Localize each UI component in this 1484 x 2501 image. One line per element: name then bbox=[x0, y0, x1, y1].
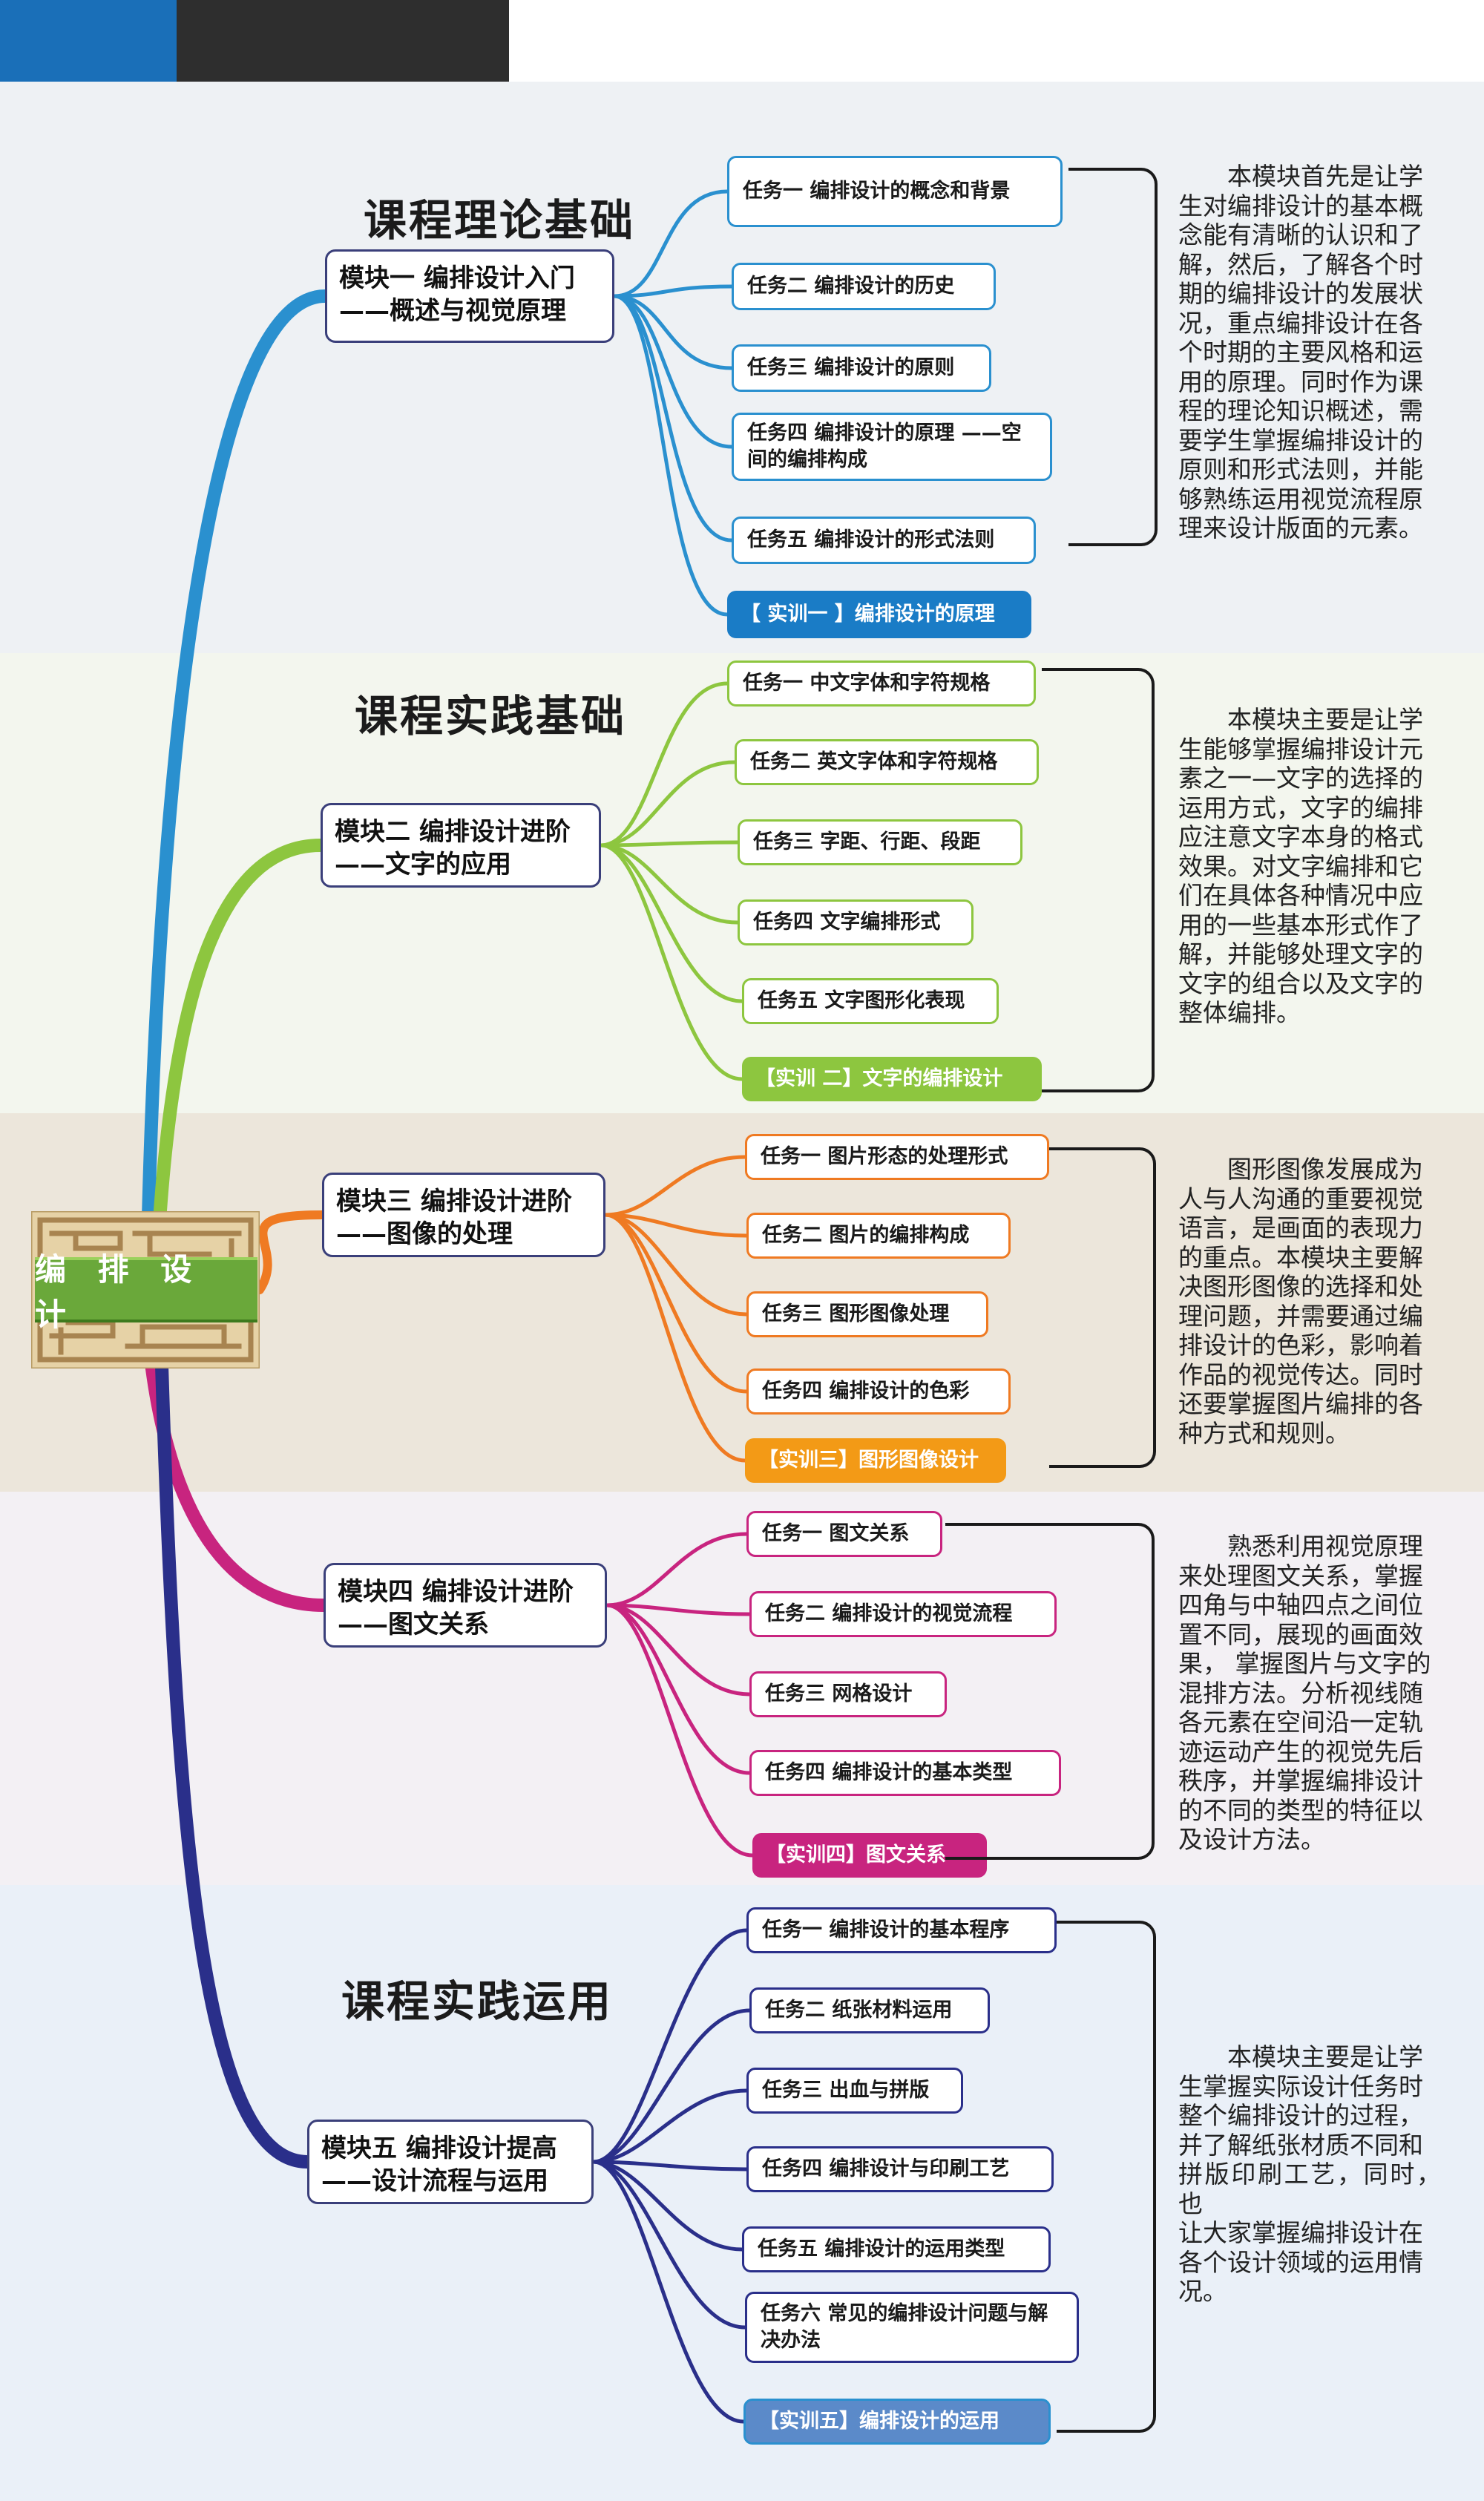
module-1-branch-6 bbox=[612, 294, 729, 617]
module-1-node: 模块一 编排设计入门 ——概述与视觉原理 bbox=[325, 249, 614, 343]
module-5-branch-3 bbox=[591, 2088, 749, 2164]
module-4-branch-4 bbox=[605, 1603, 752, 1775]
center-node: 编 排 设 计 bbox=[30, 1210, 261, 1370]
top-bar-blue-segment bbox=[0, 0, 177, 82]
module-5-task-5: 任务五 编排设计的运用类型 bbox=[742, 2226, 1051, 2272]
module-4-branch-1 bbox=[605, 1532, 749, 1607]
module-3-task-1: 任务一 图片形态的处理形式 bbox=[745, 1134, 1049, 1180]
module-4-branch-2 bbox=[605, 1603, 752, 1616]
module-1-task-3: 任务三 编排设计的原则 bbox=[732, 344, 991, 392]
module-5-branch-6 bbox=[591, 2160, 747, 2330]
module-4-branch-5 bbox=[605, 1603, 755, 1858]
module-5-task-4: 任务四 编排设计与印刷工艺 bbox=[746, 2146, 1054, 2192]
module-4-title-line1: 模块四 编排设计进阶 bbox=[338, 1577, 574, 1607]
center-label: 编 排 设 计 bbox=[35, 1251, 257, 1333]
module-5-branch-5 bbox=[591, 2160, 744, 2252]
module-3-node: 模块三 编排设计进阶 ——图像的处理 bbox=[322, 1173, 605, 1257]
module-3-branch-5 bbox=[603, 1213, 747, 1463]
module-4-description: 熟悉利用视觉原理来处理图文关系，掌握四角与中轴四点之间位置不同，展现的画面效果，… bbox=[1178, 1532, 1431, 1854]
band-module-4 bbox=[0, 1492, 1484, 1885]
module-4-branch-3 bbox=[605, 1603, 752, 1697]
module-2-branch-6 bbox=[599, 843, 744, 1081]
module-1-branch-4 bbox=[612, 294, 734, 449]
module-1-branch-1 bbox=[612, 189, 729, 298]
module-2-branch-1 bbox=[599, 681, 729, 848]
module-3-title-line2: ——图像的处理 bbox=[336, 1219, 513, 1249]
module-2-trunk bbox=[152, 839, 327, 1239]
module-1-branch-3 bbox=[612, 294, 734, 370]
module-3-branch-3 bbox=[603, 1213, 749, 1317]
module-2-branch-3 bbox=[599, 840, 740, 848]
module-1-practice: 【 实训一 】编排设计的原理 bbox=[727, 591, 1031, 638]
module-1-bracket bbox=[1068, 168, 1158, 546]
module-3-branch-1 bbox=[603, 1155, 747, 1217]
module-5-title-line2: ——设计流程与运用 bbox=[321, 2166, 548, 2196]
module-2-practice: 【实训 二】文字的编排设计 bbox=[742, 1057, 1042, 1101]
module-5-practice: 【实训五】编排设计的运用 bbox=[743, 2399, 1051, 2445]
module-3-practice: 【实训三】图形图像设计 bbox=[745, 1438, 1006, 1483]
module-5-branch-7 bbox=[591, 2160, 746, 2424]
band-module-5 bbox=[0, 1885, 1484, 2501]
module-4-node: 模块四 编排设计进阶 ——图文关系 bbox=[324, 1563, 607, 1648]
module-5-branch-2 bbox=[591, 2008, 752, 2164]
section-title-theory: 课程理论基础 bbox=[364, 195, 636, 246]
module-4-task-2: 任务二 编排设计的视觉流程 bbox=[749, 1591, 1057, 1637]
module-5-branch-4 bbox=[591, 2160, 749, 2171]
module-2-branch-2 bbox=[599, 760, 737, 848]
module-3-task-3: 任务三 图形图像处理 bbox=[746, 1291, 988, 1337]
module-2-branch-5 bbox=[599, 843, 744, 1003]
module-5-task-1: 任务一 编排设计的基本程序 bbox=[746, 1907, 1057, 1953]
module-1-title-line1: 模块一 编排设计入门 bbox=[339, 263, 575, 293]
module-4-task-1: 任务一 图文关系 bbox=[746, 1511, 942, 1557]
section-title-practice-application: 课程实践运用 bbox=[341, 1976, 614, 2027]
module-3-title-line1: 模块三 编排设计进阶 bbox=[336, 1187, 572, 1216]
module-4-task-3: 任务三 网格设计 bbox=[749, 1671, 947, 1717]
module-2-task-4: 任务四 文字编排形式 bbox=[738, 899, 974, 945]
module-3-bracket bbox=[1049, 1147, 1156, 1468]
module-2-node: 模块二 编排设计进阶 ——文字的应用 bbox=[321, 803, 601, 888]
module-2-title-line1: 模块二 编排设计进阶 bbox=[335, 817, 571, 847]
top-bar-dark-segment bbox=[177, 0, 509, 82]
module-1-description: 本模块首先是让学生对编排设计的基本概念能有清晰的认识和了解，然后，了解各个时期的… bbox=[1178, 162, 1423, 543]
section-title-practice-basics: 课程实践基础 bbox=[355, 691, 627, 741]
module-2-branch-4 bbox=[599, 843, 740, 925]
module-5-trunk bbox=[155, 1359, 314, 2169]
module-2-task-3: 任务三 字距、行距、段距 bbox=[738, 819, 1022, 865]
module-3-branch-4 bbox=[603, 1213, 749, 1394]
module-4-title-line2: ——图文关系 bbox=[338, 1610, 489, 1639]
module-5-task-2: 任务二 纸张材料运用 bbox=[749, 1987, 990, 2033]
module-2-task-2: 任务二 英文字体和字符规格 bbox=[735, 739, 1039, 785]
module-1-trunk bbox=[142, 289, 332, 1224]
module-4-bracket bbox=[945, 1523, 1155, 1860]
module-1-title-line2: ——概述与视觉原理 bbox=[339, 296, 566, 326]
module-3-task-4: 任务四 编排设计的色彩 bbox=[746, 1368, 1011, 1415]
module-4-practice: 【实训四】图文关系 bbox=[752, 1833, 987, 1878]
module-5-node: 模块五 编排设计提高 ——设计流程与运用 bbox=[307, 2120, 594, 2204]
module-1-branch-5 bbox=[612, 294, 734, 543]
module-5-bracket bbox=[1057, 1921, 1156, 2433]
module-3-trunk bbox=[255, 1210, 326, 1294]
module-1-branch-2 bbox=[612, 284, 734, 298]
module-2-bracket bbox=[1042, 668, 1155, 1092]
module-1-task-5: 任务五 编排设计的形式法则 bbox=[732, 517, 1036, 564]
module-5-description: 本模块主要是让学生掌握实际设计任务时整个编排设计的过程，并了解纸张材质不同和拼版… bbox=[1178, 2042, 1441, 2306]
module-5-task-3: 任务三 出血与拼版 bbox=[746, 2068, 963, 2114]
module-2-task-1: 任务一 中文字体和字符规格 bbox=[727, 661, 1036, 707]
module-1-task-2: 任务二 编排设计的历史 bbox=[732, 263, 996, 310]
module-5-branch-1 bbox=[591, 1928, 749, 2164]
module-1-task-4: 任务四 编排设计的原理 ——空间的编排构成 bbox=[732, 413, 1052, 481]
module-2-title-line2: ——文字的应用 bbox=[335, 850, 511, 879]
module-3-task-2: 任务二 图片的编排构成 bbox=[746, 1213, 1011, 1259]
module-2-description: 本模块主要是让学生能够掌握编排设计元素之一—文字的选择的运用方式，文字的编排应注… bbox=[1178, 705, 1423, 1027]
module-3-description: 图形图像发展成为人与人沟通的重要视觉语言，是画面的表现力的重点。本模块主要解决图… bbox=[1178, 1155, 1423, 1448]
module-5-task-6: 任务六 常见的编排设计问题与解决办法 bbox=[745, 2292, 1079, 2363]
module-2-task-5: 任务五 文字图形化表现 bbox=[742, 978, 999, 1024]
module-5-title-line1: 模块五 编排设计提高 bbox=[321, 2134, 557, 2163]
module-1-task-1: 任务一 编排设计的概念和背景 bbox=[727, 156, 1063, 227]
module-4-task-4: 任务四 编排设计的基本类型 bbox=[749, 1750, 1061, 1796]
module-3-branch-2 bbox=[603, 1213, 749, 1238]
